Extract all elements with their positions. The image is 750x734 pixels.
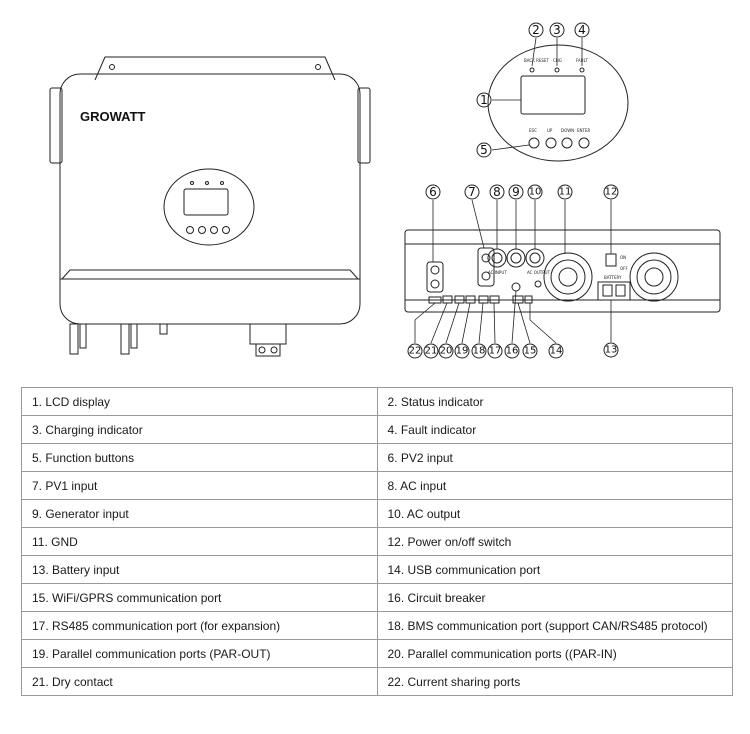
- callout-18: 18: [473, 346, 486, 357]
- legend-item-13: 13. Battery input: [21, 555, 378, 584]
- callout-14: 14: [550, 346, 563, 357]
- legend-item-11: 11. GND: [21, 527, 378, 556]
- callout-12: 12: [605, 187, 618, 198]
- switch-on-label: ON: [620, 255, 626, 260]
- legend-item-5: 5. Function buttons: [21, 443, 378, 472]
- table-row: 5. Function buttons 6. PV2 input: [21, 443, 733, 472]
- callout-9: 9: [512, 185, 520, 199]
- esc-button-label: ESC: [529, 128, 537, 133]
- legend-item-17: 17. RS485 communication port (for expans…: [21, 611, 378, 640]
- table-row: 3. Charging indicator 4. Fault indicator: [21, 415, 733, 444]
- legend-item-14: 14. USB communication port: [376, 555, 733, 584]
- legend-item-15: 15. WiFi/GPRS communication port: [21, 583, 378, 612]
- callout-11: 11: [559, 187, 572, 198]
- fault-label: FAULT: [576, 58, 588, 63]
- legend-item-16: 16. Circuit breaker: [376, 583, 733, 612]
- status-label: BACK RESET: [524, 58, 549, 63]
- legend-item-10: 10. AC output: [376, 499, 733, 528]
- callout-17: 17: [489, 346, 502, 357]
- legend-item-19: 19. Parallel communication ports (PAR-OU…: [21, 639, 378, 668]
- callout-5: 5: [480, 143, 488, 157]
- battery-label: BATTERY: [604, 275, 622, 280]
- legend-item-22: 22. Current sharing ports: [376, 667, 733, 696]
- table-row: 19. Parallel communication ports (PAR-OU…: [21, 639, 733, 668]
- down-button-label: DOWN: [561, 128, 574, 133]
- callout-1: 1: [480, 93, 488, 107]
- legend-table: 1. LCD display 2. Status indicator 3. Ch…: [21, 387, 733, 696]
- ac-input-label: AC INPUT: [488, 270, 507, 275]
- brand-logo: GROWATT: [80, 109, 146, 124]
- inverter-diagram: GROWATT BACK RESET CHG FAULT ESC UP DOWN…: [49, 22, 721, 359]
- ac-output-label: AC OUTPUT: [527, 270, 551, 275]
- table-row: 11. GND 12. Power on/off switch: [21, 527, 733, 556]
- legend-item-12: 12. Power on/off switch: [376, 527, 733, 556]
- callout-circles: [407, 22, 619, 359]
- enter-button-label: ENTER: [577, 128, 590, 133]
- inverter-bottom-view: [404, 229, 721, 313]
- up-button-label: UP: [547, 128, 553, 133]
- callout-10: 10: [529, 187, 542, 198]
- inverter-front-view: [49, 56, 371, 357]
- legend-item-3: 3. Charging indicator: [21, 415, 378, 444]
- table-row: 7. PV1 input 8. AC input: [21, 471, 733, 500]
- table-row: 9. Generator input 10. AC output: [21, 499, 733, 528]
- legend-item-1: 1. LCD display: [21, 387, 378, 416]
- legend-item-9: 9. Generator input: [21, 499, 378, 528]
- legend-item-20: 20. Parallel communication ports ((PAR-I…: [376, 639, 733, 668]
- legend-item-8: 8. AC input: [376, 471, 733, 500]
- callout-6: 6: [429, 185, 437, 199]
- table-row: 17. RS485 communication port (for expans…: [21, 611, 733, 640]
- legend-item-18: 18. BMS communication port (support CAN/…: [376, 611, 733, 640]
- callout-15: 15: [524, 346, 537, 357]
- control-panel-zoom: [487, 44, 629, 162]
- callout-13: 13: [605, 345, 618, 356]
- callout-7: 7: [468, 185, 476, 199]
- table-row: 15. WiFi/GPRS communication port 16. Cir…: [21, 583, 733, 612]
- callout-22: 22: [409, 346, 422, 357]
- table-row: 21. Dry contact 22. Current sharing port…: [21, 667, 733, 696]
- legend-item-7: 7. PV1 input: [21, 471, 378, 500]
- callout-8: 8: [493, 185, 501, 199]
- table-row: 1. LCD display 2. Status indicator: [21, 387, 733, 416]
- switch-off-label: OFF: [620, 266, 628, 271]
- table-row: 13. Battery input 14. USB communication …: [21, 555, 733, 584]
- legend-item-21: 21. Dry contact: [21, 667, 378, 696]
- callout-19: 19: [456, 346, 469, 357]
- legend-item-4: 4. Fault indicator: [376, 415, 733, 444]
- callout-20: 20: [440, 346, 453, 357]
- callout-3: 3: [553, 23, 561, 37]
- callout-2: 2: [532, 23, 540, 37]
- callout-21: 21: [425, 346, 438, 357]
- callout-4: 4: [578, 23, 586, 37]
- callout-16: 16: [506, 346, 519, 357]
- legend-item-6: 6. PV2 input: [376, 443, 733, 472]
- charging-label: CHG: [553, 58, 562, 63]
- legend-item-2: 2. Status indicator: [376, 387, 733, 416]
